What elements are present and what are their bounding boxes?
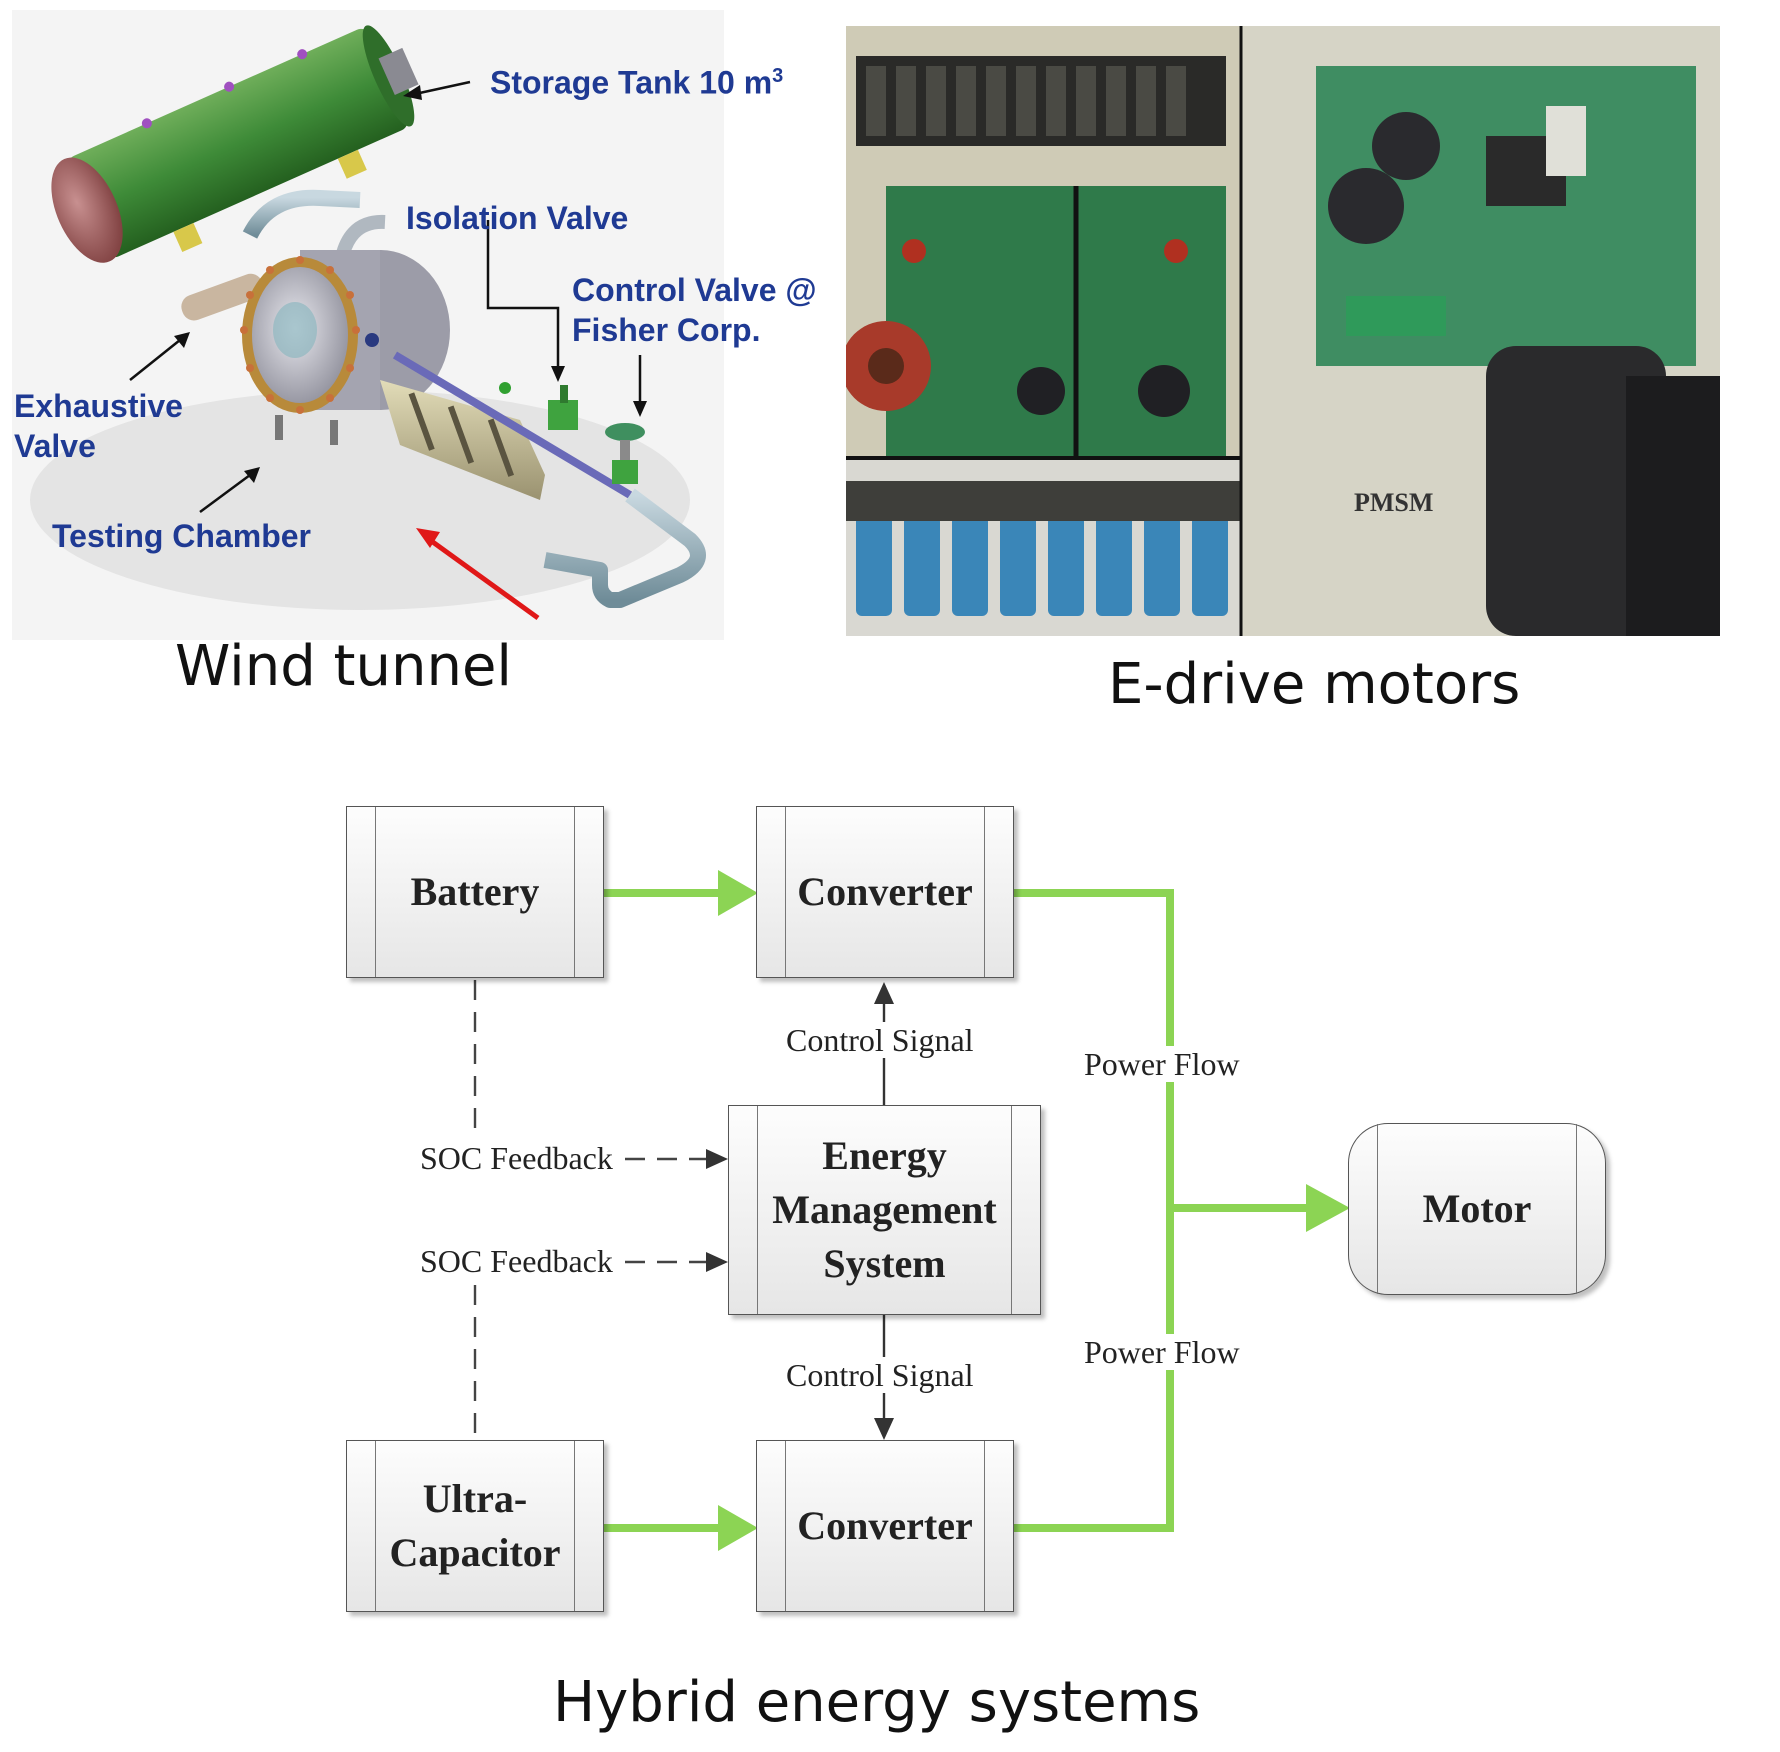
ultracapacitor-block: Ultra- Capacitor [346, 1440, 604, 1612]
wind-tunnel-caption: Wind tunnel [175, 634, 512, 699]
battery-block: Battery [346, 806, 604, 978]
feedback-dashed-lines [473, 980, 706, 1440]
exhaustive-valve-label-line1: Exhaustive [14, 388, 183, 424]
hybrid-energy-caption: Hybrid energy systems [553, 1670, 1201, 1735]
wind-tunnel-panel: Storage Tank 10 m3 Isolation Valve Contr… [0, 0, 817, 700]
testing-chamber-label: Testing Chamber [52, 518, 311, 554]
storage-tank-unit-superscript: 3 [772, 65, 784, 87]
converter-bottom-label: Converter [797, 1503, 973, 1548]
e-drive-photo [846, 26, 1720, 636]
signal-arrowheads [706, 982, 894, 1440]
control-signal-bottom-label: Control Signal [786, 1357, 974, 1393]
isolation-valve-shape [548, 385, 578, 430]
control-valve-label-line2: Fisher Corp. [572, 312, 761, 348]
energy-management-system-label: Energy Management System [772, 1133, 997, 1286]
control-valve-shape [605, 423, 645, 484]
converter-top-label: Converter [797, 869, 973, 914]
power-flow-top-label: Power Flow [1084, 1046, 1240, 1082]
control-signal-top-label: Control Signal [786, 1022, 974, 1058]
battery-label: Battery [410, 869, 540, 914]
soc-feedback-top-label: SOC Feedback [420, 1140, 613, 1176]
storage-tank-shape [51, 25, 419, 263]
converter-top-block: Converter [756, 806, 1014, 978]
motor-label: Motor [1422, 1186, 1532, 1231]
wind-tunnel-illustration [12, 10, 724, 640]
power-flow-bottom-label: Power Flow [1084, 1334, 1240, 1370]
control-valve-label-line1: Control Valve @ [572, 272, 817, 308]
motor-block: Motor [1348, 1123, 1606, 1295]
e-drive-panel: PMSM [846, 26, 1720, 636]
isolation-valve-label: Isolation Valve [406, 200, 629, 236]
energy-management-system-block: Energy Management System [728, 1105, 1041, 1315]
pmsm-label: PMSM [1354, 488, 1434, 517]
power-flow-lines [604, 889, 1310, 1532]
power-flow-arrowheads [718, 870, 1350, 1551]
ultracapacitor-label: Ultra- Capacitor [389, 1476, 561, 1575]
converter-bottom-block: Converter [756, 1440, 1014, 1612]
exhaustive-valve-label-line2: Valve [14, 428, 96, 464]
storage-tank-label-text: Storage Tank 10 m [490, 64, 773, 101]
soc-feedback-bottom-label: SOC Feedback [420, 1243, 613, 1279]
e-drive-caption: E-drive motors [1108, 652, 1521, 717]
storage-tank-label: Storage Tank 10 m3 [490, 56, 783, 103]
